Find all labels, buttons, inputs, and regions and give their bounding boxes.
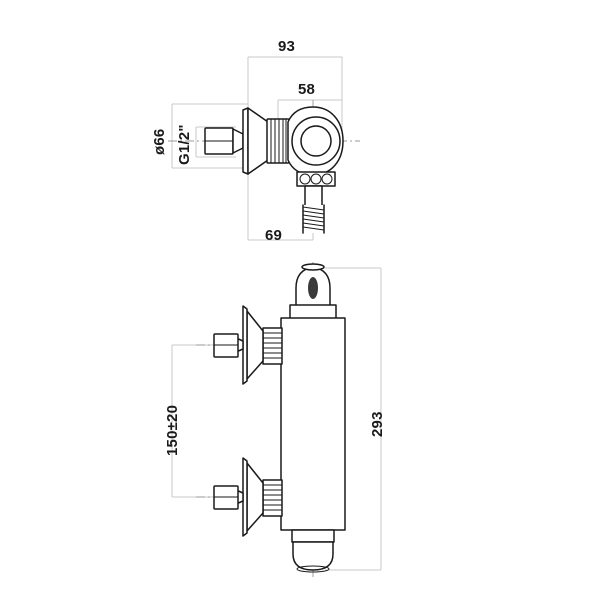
dim-label-thread-g12: G1/2": [176, 124, 193, 165]
dim-g12-lines: [195, 126, 236, 158]
inlet-nut-top: [204, 127, 244, 155]
mixer-body: [280, 317, 346, 531]
dim-label-diameter-66: ø66: [151, 128, 168, 155]
dim-label-293: 293: [369, 411, 386, 437]
outlet-spout: [291, 529, 335, 573]
knurled-ring-top: [266, 118, 290, 164]
dim-label-58: 58: [298, 81, 316, 98]
temperature-handle: [289, 263, 337, 320]
hose-coil-top: [302, 204, 325, 234]
lower-valve-assembly: [213, 457, 283, 537]
outlet-collar-top: [296, 171, 336, 187]
dim-label-150: 150±20: [164, 404, 181, 456]
dim-293-lines: [325, 267, 382, 571]
dim-66-lines: [171, 103, 248, 169]
upper-valve-assembly: [213, 305, 283, 385]
dim-label-69: 69: [265, 227, 283, 244]
dim-label-93: 93: [278, 38, 296, 55]
handle-indicator: [308, 277, 318, 299]
valve-body-top: [287, 106, 344, 176]
